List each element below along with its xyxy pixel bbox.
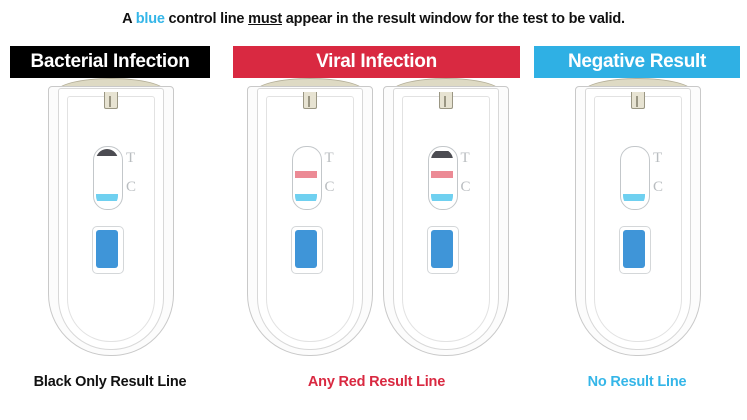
panel-viral: Viral Infection T C [233, 46, 520, 358]
device-notch-icon [302, 92, 317, 109]
result-window-labels: T C [461, 146, 479, 208]
test-device-negative-1: T C [572, 78, 702, 358]
sample-well-fill [294, 230, 317, 268]
result-line-black-top [430, 151, 453, 158]
result-line-blue-c [96, 194, 118, 201]
device-shell-inner [67, 96, 155, 342]
test-device-bacterial-1: T C [45, 78, 175, 358]
headline-part-2: control line [164, 11, 249, 27]
label-t: T [653, 150, 663, 166]
result-window [427, 146, 458, 210]
device-row-viral: T C T C [233, 78, 520, 358]
test-strip [430, 149, 453, 207]
sample-well-fill [623, 230, 645, 268]
headline-part-3: appear in the result window for the test… [281, 11, 625, 27]
result-line-red-t [294, 171, 317, 178]
caption-negative: No Result Line [587, 374, 687, 390]
headline-part-1: A [122, 11, 136, 27]
device-notch-icon [104, 92, 118, 109]
device-row-negative: T C [534, 78, 740, 358]
result-window [620, 146, 650, 210]
banner-negative-result: Negative Result [534, 46, 740, 78]
banner-bacterial-infection: Bacterial Infection [10, 46, 210, 78]
device-notch-icon [438, 92, 453, 109]
headline-must-word: must [248, 11, 282, 27]
device-notch-icon [631, 92, 645, 109]
sample-well [426, 226, 459, 274]
sample-well [92, 226, 124, 274]
result-window-labels: T C [653, 146, 671, 208]
panel-negative: Negative Result T C [534, 46, 740, 358]
caption-viral: Any Red Result Line [307, 374, 446, 390]
device-shell-inner [265, 96, 354, 342]
test-device-viral-1: T C [244, 78, 374, 358]
caption-bacterial: Black Only Result Line [33, 374, 187, 390]
result-line-black-t [96, 149, 118, 156]
banner-viral-infection: Viral Infection [233, 46, 520, 78]
test-strip [294, 149, 317, 207]
label-c: C [460, 179, 471, 195]
result-line-blue-c [294, 194, 317, 201]
sample-well [290, 226, 323, 274]
label-t: T [460, 150, 470, 166]
result-line-red-t [430, 171, 453, 178]
label-t: T [324, 150, 334, 166]
device-row-bacterial: T C [10, 78, 210, 358]
result-window-labels: T C [325, 146, 343, 208]
test-strip [623, 149, 645, 207]
test-strip [96, 149, 118, 207]
result-window [93, 146, 123, 210]
sample-well-fill [96, 230, 118, 268]
panel-bacterial: Bacterial Infection T C [10, 46, 210, 358]
label-c: C [324, 179, 335, 195]
sample-well [619, 226, 651, 274]
result-line-blue-c [623, 194, 645, 201]
test-device-viral-2: T C [380, 78, 510, 358]
result-window-labels: T C [126, 146, 144, 208]
device-shell-inner [401, 96, 490, 342]
result-window [291, 146, 322, 210]
sample-well-fill [430, 230, 453, 268]
device-shell-inner [594, 96, 682, 342]
label-c: C [653, 179, 664, 195]
label-t: T [126, 150, 136, 166]
headline-blue-word: blue [135, 11, 165, 27]
label-c: C [126, 179, 137, 195]
page-title: A blue control line must appear in the r… [0, 11, 747, 27]
result-line-blue-c [430, 194, 453, 201]
